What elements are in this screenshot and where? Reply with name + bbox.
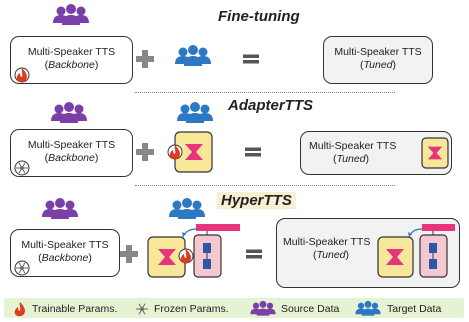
tuned-label: Multi-Speaker TTS <box>283 236 371 248</box>
divider <box>135 92 395 93</box>
backbone-sublabel: Backbone <box>48 59 95 71</box>
tuned-sublabel: Tuned <box>363 59 393 71</box>
backbone-box-finetuning: Multi-Speaker TTS (Backbone) <box>10 36 133 84</box>
legend-target: Target Data <box>387 303 442 315</box>
tuned-box-finetuning: Multi-Speaker TTS (Tuned) <box>323 36 433 84</box>
section-title-adaptertts: AdapterTTS <box>228 97 314 114</box>
section-title-finetuning: Fine-tuning <box>218 8 300 25</box>
backbone-label: Multi-Speaker TTS <box>21 239 109 251</box>
tuned-label: Multi-Speaker TTS <box>309 140 397 152</box>
backbone-box-adaptertts: Multi-Speaker TTS (Backbone) <box>10 129 133 177</box>
legend-frozen: Frozen Params. <box>154 303 229 315</box>
tuned-sublabel: Tuned <box>336 153 366 165</box>
tuned-label: Multi-Speaker TTS <box>334 46 422 58</box>
snowflake-icon <box>14 160 30 176</box>
backbone-label: Multi-Speaker TTS <box>27 139 116 151</box>
tuned-box-hypertts: Multi-Speaker TTS (Tuned) <box>276 218 460 288</box>
backbone-box-hypertts: Multi-Speaker TTS (Backbone) <box>10 229 120 277</box>
legend-source: Source Data <box>281 303 340 315</box>
divider <box>135 185 395 186</box>
tuned-sublabel: Tuned <box>316 249 346 261</box>
backbone-sublabel: Backbone <box>48 152 95 164</box>
adapter-module <box>421 137 449 169</box>
legend <box>4 298 464 318</box>
flame-icon <box>14 67 30 83</box>
backbone-label: Multi-Speaker TTS <box>27 46 116 58</box>
legend-trainable: Trainable Params. <box>32 303 118 315</box>
tuned-box-adaptertts: Multi-Speaker TTS (Tuned) <box>300 131 452 175</box>
section-title-hypertts: HyperTTS <box>217 192 296 209</box>
snowflake-icon <box>14 260 30 276</box>
backbone-sublabel: Backbone <box>41 252 89 264</box>
hypernetwork-module <box>377 224 455 278</box>
